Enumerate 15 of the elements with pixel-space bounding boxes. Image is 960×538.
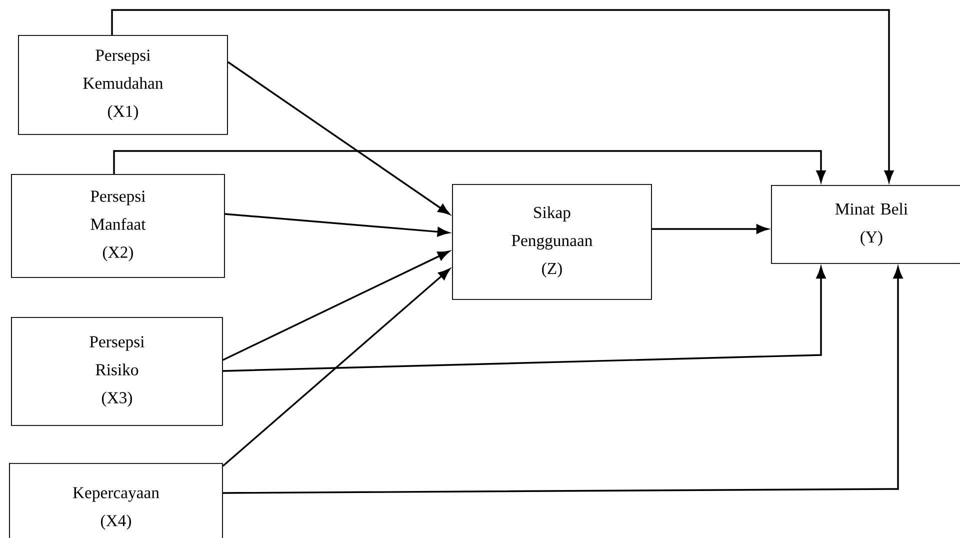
arrow xyxy=(222,266,826,372)
variable-box: Minat Beli (Y) xyxy=(771,185,960,264)
arrow xyxy=(224,213,450,237)
arrow xyxy=(227,61,450,215)
arrow xyxy=(113,150,826,182)
variable-box: Persepsi Kemudahan (X1) xyxy=(18,35,228,135)
arrow xyxy=(222,266,903,494)
variable-box: Persepsi Manfaat (X2) xyxy=(11,174,225,278)
arrow xyxy=(652,224,768,234)
variable-box: Persepsi Risiko (X3) xyxy=(11,317,223,426)
arrow xyxy=(111,9,894,182)
variable-box: Sikap Penggunaan (Z) xyxy=(452,184,652,300)
variable-box: Kepercayaan (X4) xyxy=(9,463,223,538)
arrow xyxy=(222,250,450,361)
arrow xyxy=(222,268,450,467)
